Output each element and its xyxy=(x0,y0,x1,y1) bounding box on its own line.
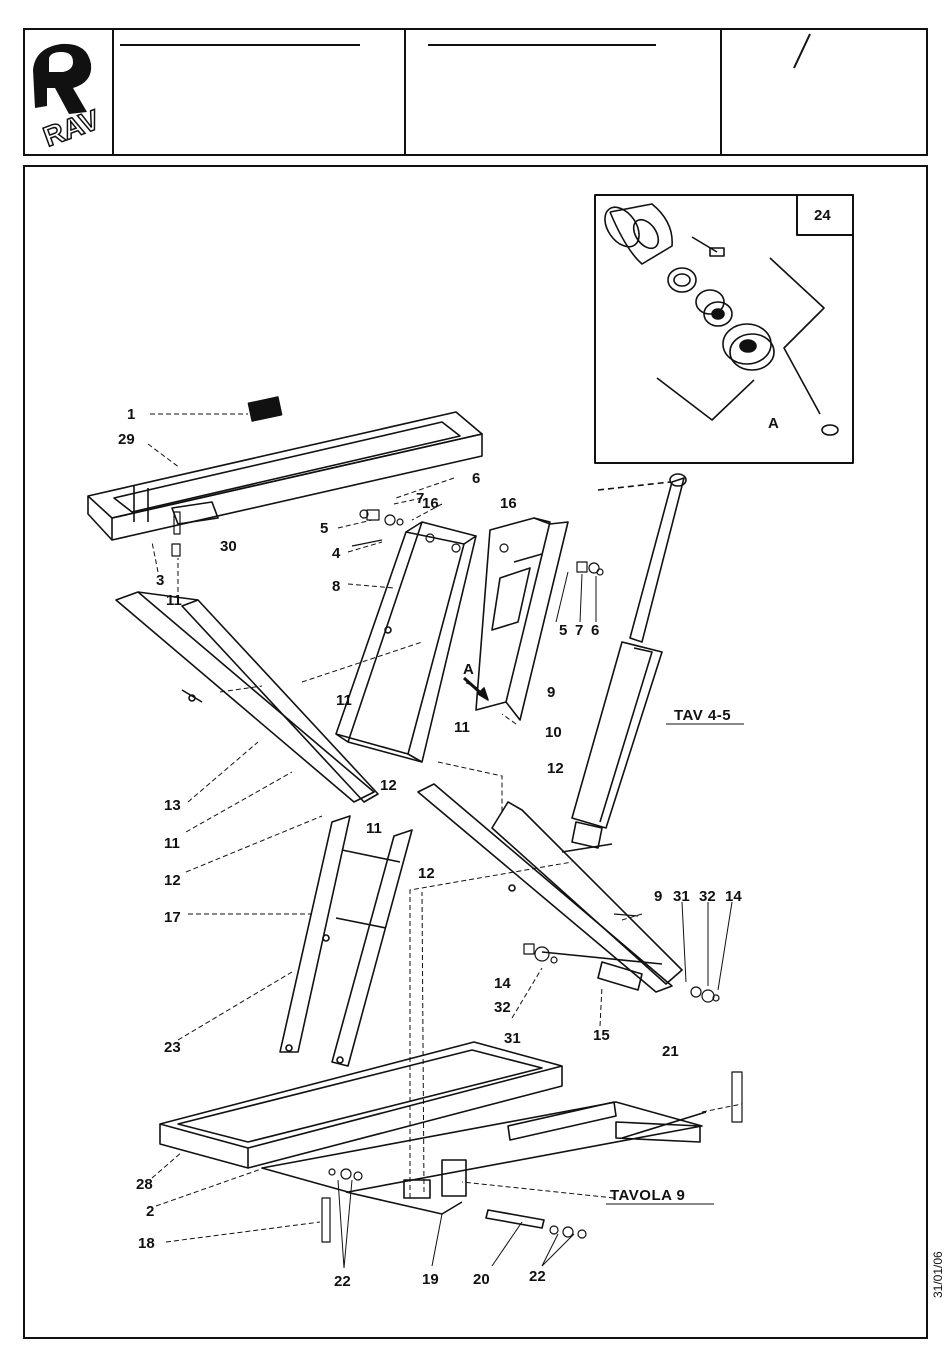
callout-5b: 5 xyxy=(559,622,567,639)
callout-30: 30 xyxy=(220,538,237,555)
callout-6: 6 xyxy=(472,470,480,487)
detail-marker: A xyxy=(463,661,474,678)
rav-logo: RAV xyxy=(25,30,112,154)
callout-14b: 14 xyxy=(494,975,511,992)
callout-18: 18 xyxy=(138,1235,155,1252)
callout-9b: 9 xyxy=(654,888,662,905)
page-mark xyxy=(722,30,922,154)
title-cell-2 xyxy=(404,30,720,154)
hydraulic-cylinder xyxy=(562,474,686,852)
callout-5: 5 xyxy=(320,520,328,537)
title-cell-1 xyxy=(112,30,405,154)
callout-16: 16 xyxy=(422,495,439,512)
logo-text: RAV xyxy=(39,104,104,153)
callout-22: 22 xyxy=(334,1273,351,1290)
ref-tav-4-5: TAV 4-5 xyxy=(674,707,731,724)
inset-number: 24 xyxy=(814,207,831,224)
callout-16b: 16 xyxy=(500,495,517,512)
callout-28: 28 xyxy=(136,1176,153,1193)
callout-11e: 11 xyxy=(366,820,382,837)
callout-12c: 12 xyxy=(164,872,181,889)
detail-arrow: A xyxy=(463,661,488,700)
callout-9: 9 xyxy=(547,684,555,701)
title-block: RAV xyxy=(23,28,928,156)
logo: RAV xyxy=(25,30,112,154)
date-stamp: 31/01/06 xyxy=(926,1240,946,1300)
frame-17 xyxy=(280,816,412,1066)
callout-12: 12 xyxy=(380,777,397,794)
callout-4: 4 xyxy=(332,545,341,562)
callout-32b: 32 xyxy=(494,999,511,1016)
drawing-area: 24 A xyxy=(23,165,928,1339)
callout-14: 14 xyxy=(725,888,742,905)
callout-29: 29 xyxy=(118,431,135,448)
callout-31b: 31 xyxy=(504,1030,521,1047)
callout-32: 32 xyxy=(699,888,716,905)
callout-10: 10 xyxy=(545,724,562,741)
date-stamp-text: 31/01/06 xyxy=(931,1251,945,1298)
callout-20: 20 xyxy=(473,1271,490,1288)
callout-23: 23 xyxy=(164,1039,181,1056)
callout-13: 13 xyxy=(164,797,181,814)
callout-17: 17 xyxy=(164,909,181,926)
callout-19: 19 xyxy=(422,1271,439,1288)
page-cell xyxy=(720,30,926,154)
callout-15: 15 xyxy=(593,1027,610,1044)
callout-21: 21 xyxy=(662,1043,679,1060)
callout-6b: 6 xyxy=(591,622,599,639)
callout-12d: 12 xyxy=(418,865,435,882)
ref-tavola-9: TAVOLA 9 xyxy=(610,1187,685,1204)
inset-detail-label: A xyxy=(768,415,779,432)
callout-31: 31 xyxy=(673,888,690,905)
callout-11d: 11 xyxy=(164,835,180,852)
callout-1: 1 xyxy=(127,406,135,423)
callout-12b: 12 xyxy=(547,760,564,777)
callout-11: 11 xyxy=(166,592,182,609)
callout-11c: 11 xyxy=(454,719,470,736)
callout-2: 2 xyxy=(146,1203,154,1220)
callout-leaders xyxy=(338,572,732,1268)
top-platform xyxy=(88,397,482,540)
callout-22b: 22 xyxy=(529,1268,546,1285)
callout-8: 8 xyxy=(332,578,340,595)
callout-11b: 11 xyxy=(336,692,352,709)
arm-15 xyxy=(418,784,682,992)
callout-7b: 7 xyxy=(575,622,583,639)
inset-detail: 24 A xyxy=(595,195,853,463)
exploded-view: 24 A xyxy=(25,167,926,1337)
pin-20 xyxy=(486,1210,544,1228)
callout-3: 3 xyxy=(156,572,164,589)
